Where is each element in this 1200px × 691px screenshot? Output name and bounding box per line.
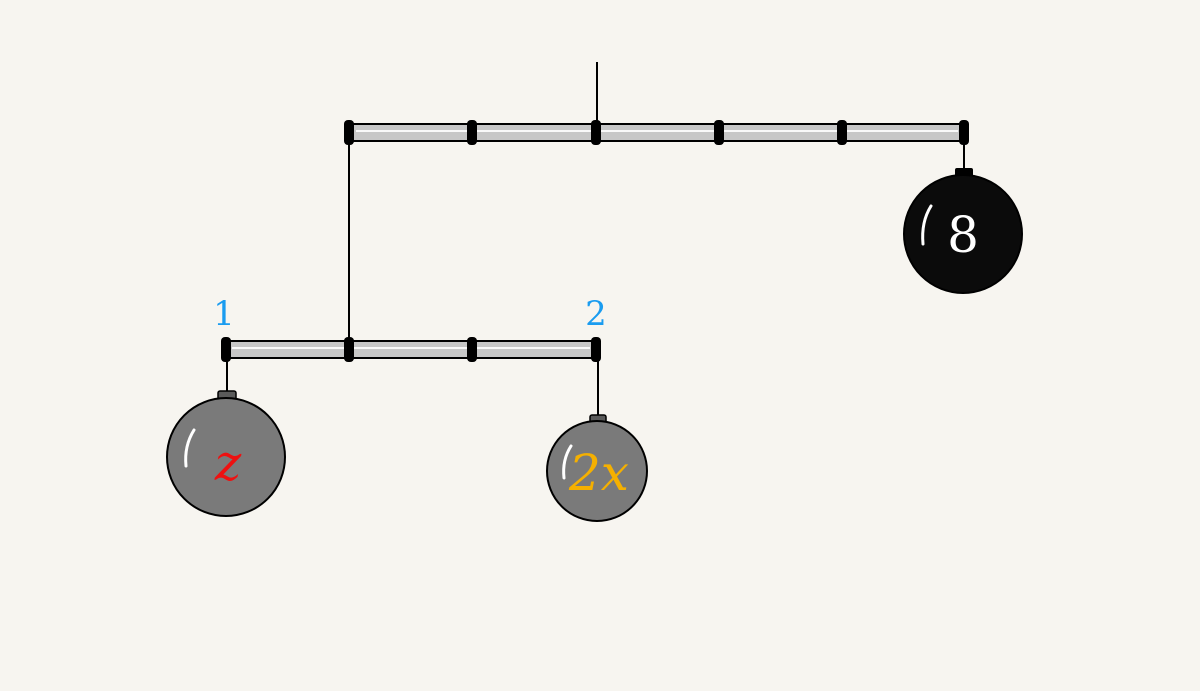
position-label-1: 1 [213,294,235,334]
left-weight-label: z [214,434,242,492]
middle-weight-label: 2x [568,444,629,502]
left-weight: z [166,390,286,517]
right-weight-label: 8 [947,206,979,264]
top-rod [344,120,969,145]
middle-weight: 2x [546,414,648,522]
lower-rod [221,337,601,362]
right-weight: 8 [903,168,1023,294]
position-label-2: 2 [585,294,607,334]
